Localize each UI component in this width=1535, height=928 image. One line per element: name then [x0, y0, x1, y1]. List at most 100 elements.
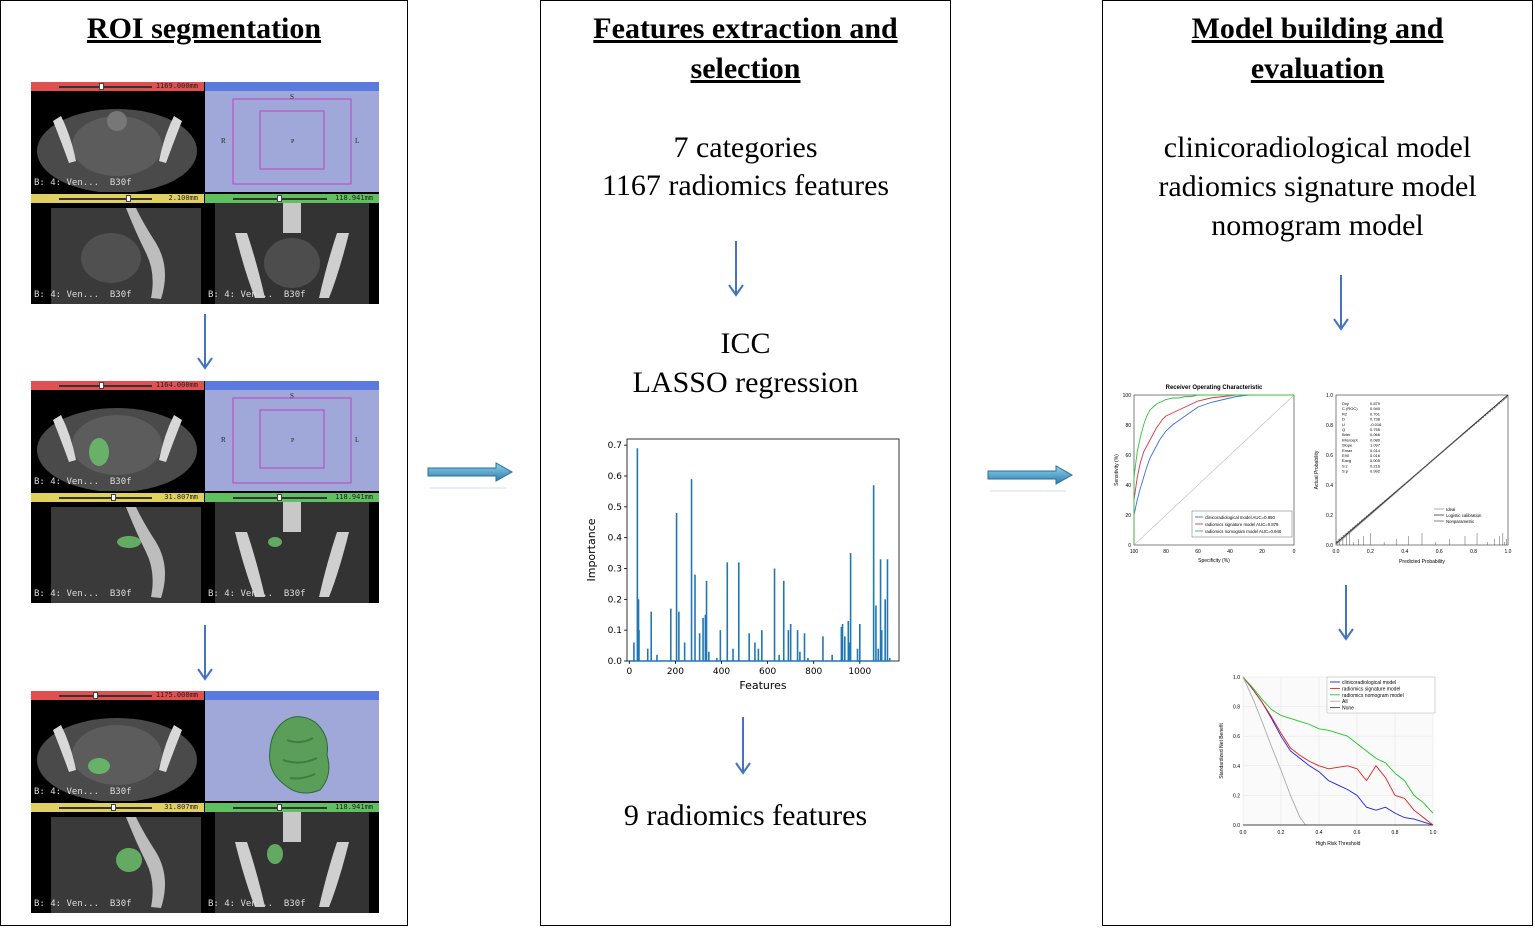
svg-text:S: S [290, 392, 294, 400]
stat-name: Q [1342, 427, 1345, 432]
down-arrow-icon [735, 717, 751, 775]
y-tick-label: 0.0 [1233, 823, 1240, 829]
x-tick-label: 0.0 [1333, 549, 1340, 555]
categories-text: 7 categories [673, 131, 818, 164]
x-tick-label: 1.0 [1505, 549, 1512, 555]
right-arrow-icon [987, 465, 1074, 492]
x-tick-label: 200 [667, 667, 684, 677]
legend-label: radiomics nomogram model [1342, 693, 1404, 699]
3d-view: S R L P [205, 82, 379, 192]
x-tick-label: 0.4 [1401, 549, 1408, 555]
x-axis-label: High Risk Threshold [1316, 841, 1361, 847]
y-tick-label: 0 [1128, 543, 1131, 549]
stat-name: E90 [1342, 453, 1350, 458]
x-tick-label: 0.8 [1470, 549, 1477, 555]
legend-label: radiomics nomogram model AUC=0.940 [1205, 529, 1282, 534]
legend-label: radiomics signature model [1342, 686, 1400, 692]
stat-value: 0.879 [1370, 401, 1381, 406]
down-arrow-icon [1338, 585, 1354, 641]
selected-features-text: 9 radiomics features [623, 799, 868, 832]
y-tick-label: 0.6 [608, 472, 623, 482]
y-tick-label: 20 [1125, 513, 1131, 519]
stat-value: 0.701 [1370, 411, 1381, 416]
x-tick-label: 0 [626, 667, 632, 677]
y-tick-label: 0.5 [608, 503, 622, 513]
stat-value: 0.066 [1370, 432, 1381, 437]
y-tick-label: 0.4 [1326, 483, 1333, 489]
x-tick-label: 800 [805, 667, 822, 677]
radiomics-signature-text: radiomics signature model [1158, 170, 1477, 203]
y-axis-label: Standardized Net Benefit [1219, 723, 1225, 779]
x-tick-label: 20 [1259, 549, 1265, 555]
y-axis-label: Actual Probability [1314, 450, 1320, 489]
stat-value: -0.016 [1370, 422, 1382, 427]
stat-value: 0.005 [1370, 458, 1381, 463]
roc-curve-chart: Receiver Operating Characteristic0204060… [1114, 385, 1296, 564]
features-title-line1: Features extraction and [593, 12, 898, 45]
y-tick-label: 0.2 [1233, 793, 1240, 799]
y-tick-label: 0.3 [608, 565, 622, 575]
stat-name: Dxy [1342, 401, 1349, 406]
svg-text:P: P [291, 139, 295, 145]
stat-name: Slope [1342, 443, 1353, 448]
x-tick-label: 0.8 [1392, 830, 1399, 836]
x-tick-label: 1.0 [1430, 830, 1437, 836]
y-tick-label: 0.0 [608, 657, 623, 667]
y-tick-label: 0.6 [1233, 734, 1240, 740]
x-axis-label: Specificity (%) [1198, 558, 1230, 564]
stat-name: C (ROC) [1342, 406, 1358, 411]
stat-value: 0.080 [1370, 437, 1381, 442]
right-arrow-icon [427, 462, 514, 489]
features-panel: Features extraction and selection 7 cate… [540, 0, 951, 926]
stat-name: S:p [1342, 469, 1349, 474]
roi-segmentation-panel: ROI segmentation 1169.000mm B: 4: Ven...… [0, 0, 408, 926]
y-axis-label: Importance [585, 518, 598, 581]
x-tick-label: 400 [713, 667, 730, 677]
icc-text: ICC [720, 327, 771, 360]
svg-text:R: R [221, 137, 226, 145]
x-axis-label: Features [739, 679, 787, 692]
sagittal-view: 2.100mm B: 4: Ven... B30f [31, 194, 204, 304]
svg-text:S: S [290, 93, 294, 101]
y-tick-label: 100 [1123, 393, 1132, 399]
stat-value: 0.738 [1370, 417, 1381, 422]
x-tick-label: 0.2 [1278, 830, 1285, 836]
ct-viewer-block-1: 1169.000mm B: 4: Ven... B30f S R L P [31, 82, 379, 304]
lasso-text: LASSO regression [632, 366, 859, 399]
svg-text:L: L [355, 436, 359, 444]
down-arrow-icon [1333, 275, 1349, 331]
stat-value: 0.940 [1370, 406, 1381, 411]
stat-value: 0.992 [1370, 469, 1381, 474]
roi-mask-shape [89, 438, 109, 466]
y-tick-label: 1.0 [1233, 675, 1240, 681]
features-title-line2: selection [690, 52, 801, 85]
y-tick-label: 0.4 [1233, 764, 1240, 770]
nomogram-text: nomogram model [1211, 209, 1424, 242]
x-tick-label: 0 [1293, 549, 1296, 555]
model-title-line2: evaluation [1250, 52, 1385, 85]
dca-series-line [1242, 676, 1434, 826]
y-tick-label: 1.0 [1326, 393, 1333, 399]
viewer-label: B: 4: Ven... B30f [34, 178, 132, 188]
stat-value: 0.755 [1370, 427, 1381, 432]
legend-label: clinicoradiological model AUC=0.850 [1205, 515, 1275, 520]
stat-name: Brier [1342, 432, 1351, 437]
dca-series-line [1242, 676, 1434, 826]
legend-label: clinicoradiological model [1342, 680, 1396, 686]
clinicoradiological-text: clinicoradiological model [1163, 131, 1472, 164]
x-tick-label: 0.6 [1354, 830, 1361, 836]
svg-text:P: P [291, 438, 295, 444]
model-title-line1: Model building and [1191, 12, 1444, 45]
legend-label: radiomics signature model AUC=0.879 [1205, 522, 1279, 527]
plot-area [626, 438, 900, 662]
stat-value: 1.097 [1370, 443, 1381, 448]
legend-label: Logistic calibration [1446, 513, 1482, 518]
axial-ct-image [37, 109, 197, 192]
reference-line [1133, 394, 1295, 546]
roc-series-line [1133, 394, 1294, 545]
legend-label: None [1342, 706, 1354, 712]
legend-box [1191, 510, 1293, 538]
stat-name: R2 [1342, 411, 1348, 416]
